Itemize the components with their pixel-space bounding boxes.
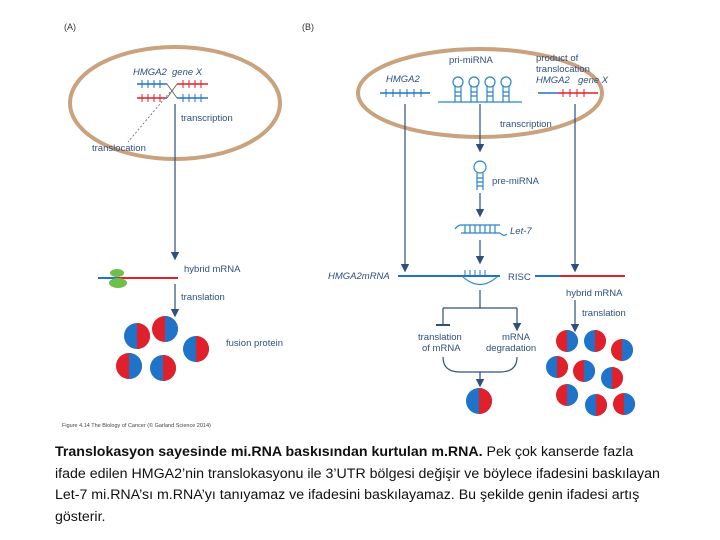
a-chromosome-upper bbox=[137, 80, 208, 88]
b-product-label-2: translocation bbox=[536, 64, 590, 75]
a-transcription-label: transcription bbox=[181, 113, 233, 124]
a-hybrid-mrna bbox=[98, 269, 178, 288]
b-deg-label-1: mRNA bbox=[502, 332, 531, 343]
b-premirna-label: pre-miRNA bbox=[492, 176, 540, 187]
b-primirna-label: pri-miRNA bbox=[449, 55, 493, 66]
a-translocation-pointer bbox=[127, 91, 171, 143]
b-hmga2-left-label: HMGA2 bbox=[386, 74, 421, 85]
a-chromosome-lower bbox=[137, 94, 208, 102]
caption-text: Pek çok kanserde fazla ifade edilen HMGA… bbox=[55, 444, 660, 525]
b-branch-arrows bbox=[436, 290, 522, 332]
b-hybrid-label: hybrid mRNA bbox=[566, 288, 623, 299]
caption-title: Translokasyon sayesinde mi.RNA baskısınd… bbox=[55, 444, 483, 460]
a-hybrid-label: hybrid mRNA bbox=[184, 264, 241, 275]
b-risc-label: RISC bbox=[508, 272, 531, 283]
b-hybrid-gene bbox=[538, 89, 598, 97]
b-tom-label-1: translation bbox=[418, 332, 462, 343]
b-let7-label: Let-7 bbox=[510, 226, 532, 237]
a-hmga2-label: HMGA2 bbox=[133, 67, 168, 78]
b-hmga2-mrna-risc bbox=[398, 270, 500, 286]
figure-credit: Figure 4.14 The Biology of Cancer (© Gar… bbox=[62, 422, 211, 429]
b-product-label-1: product of bbox=[536, 53, 579, 64]
panel-b-label: (B) bbox=[302, 22, 314, 32]
panel-a-label: (A) bbox=[64, 22, 76, 32]
a-fusion-proteins bbox=[116, 316, 209, 381]
a-translocation-label: translocation bbox=[92, 143, 146, 154]
b-hmga2-gene bbox=[380, 89, 430, 97]
caption: Translokasyon sayesinde mi.RNA baskısınd… bbox=[55, 442, 665, 528]
a-crossover bbox=[166, 83, 178, 99]
a-translation-label: translation bbox=[181, 292, 225, 303]
b-genex-label: gene X bbox=[578, 75, 609, 86]
b-hmga2-right-label: HMGA2 bbox=[536, 75, 571, 86]
b-hmga2mrna-label: HMGA2mRNA bbox=[328, 271, 390, 282]
b-deg-label-2: degradation bbox=[486, 343, 536, 354]
a-genex-label: gene X bbox=[172, 67, 203, 78]
b-transcription-label: transcription bbox=[500, 119, 552, 130]
figure: (A) (B) HMGA2 gene X translocation trans… bbox=[62, 22, 635, 429]
b-converge-arrow bbox=[442, 356, 518, 388]
b-premirna-hairpin bbox=[473, 160, 487, 190]
b-fusion-proteins bbox=[546, 330, 635, 416]
b-tom-label-2: of mRNA bbox=[422, 343, 461, 354]
a-fusion-label: fusion protein bbox=[226, 338, 283, 349]
b-translation-label: translation bbox=[582, 308, 626, 319]
b-primirna-hairpins bbox=[438, 76, 522, 103]
b-let7-duplex bbox=[454, 224, 508, 236]
b-single-protein bbox=[466, 388, 492, 414]
